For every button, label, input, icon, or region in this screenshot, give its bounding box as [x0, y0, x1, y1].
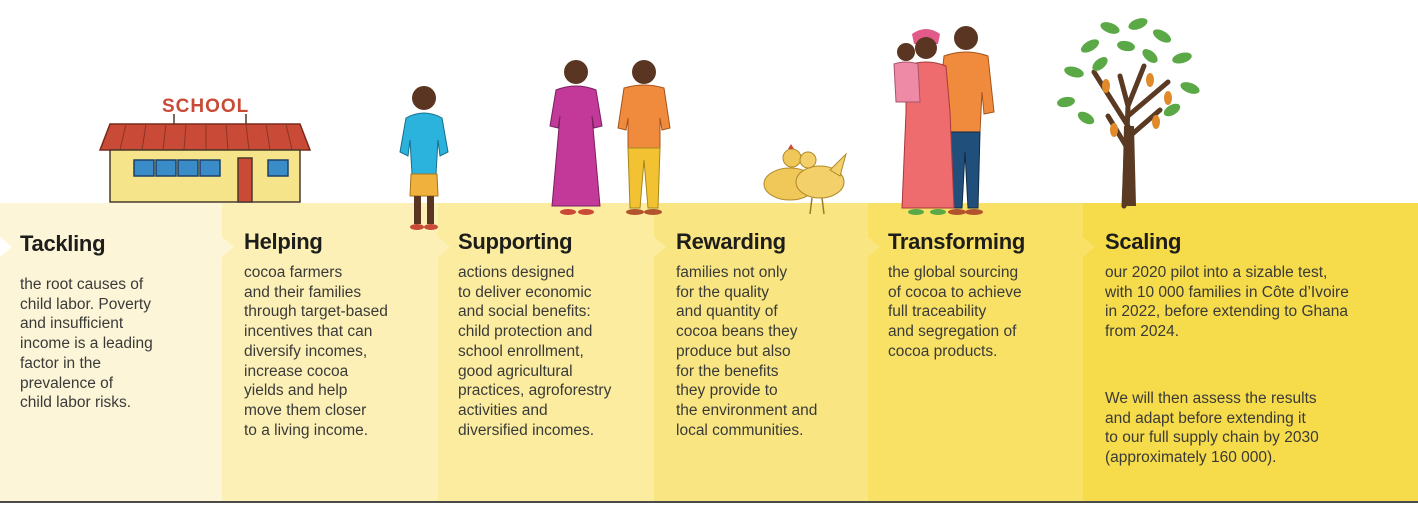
- step-description: the global sourcing of cocoa to achieve …: [888, 264, 1022, 360]
- step-scaling: Scaling our 2020 pilot into a sizable te…: [1083, 203, 1418, 501]
- school-windows: [133, 159, 289, 177]
- cocoa-tree-illustration: [1057, 18, 1200, 209]
- step-title: Supporting: [458, 229, 573, 254]
- step-arrow: [0, 237, 12, 257]
- step-helping: Helping cocoa farmers and their families…: [222, 203, 438, 501]
- man: [617, 60, 671, 215]
- school-illustration: SCHOOL: [98, 96, 312, 203]
- step-description: actions designed to deliver economic and…: [458, 264, 612, 439]
- school-sign: SCHOOL: [162, 96, 249, 117]
- hens-illustration: [763, 144, 847, 215]
- step-rewarding: Rewarding families not only for the qual…: [654, 203, 868, 501]
- father: [937, 26, 995, 215]
- step-description-continued: We will then assess the results and adap…: [1105, 390, 1319, 467]
- school-roof: [98, 123, 312, 151]
- step-arrow: [868, 237, 880, 257]
- step-description: our 2020 pilot into a sizable test, with…: [1105, 264, 1349, 341]
- tree-leaves: [1057, 18, 1200, 125]
- couple-illustration: [549, 60, 671, 215]
- child-illustration: [399, 86, 449, 230]
- step-description: the root causes of child labor. Poverty …: [20, 276, 153, 412]
- step-title: Helping: [244, 229, 323, 254]
- baby: [893, 43, 921, 103]
- step-tackling: Tackling the root causes of child labor.…: [0, 203, 222, 501]
- cocoa-pods: [1102, 73, 1172, 137]
- step-supporting: Supporting actions designed to deliver e…: [438, 203, 654, 501]
- step-title: Transforming: [888, 229, 1025, 254]
- step-title: Rewarding: [676, 229, 786, 254]
- step-arrow: [438, 237, 450, 257]
- step-arrow: [654, 237, 666, 257]
- step-title: Tackling: [20, 231, 106, 256]
- school-door: [237, 157, 253, 203]
- baseline-rule: [0, 501, 1418, 503]
- step-description: families not only for the quality and qu…: [676, 264, 818, 439]
- step-arrow: [222, 237, 234, 257]
- step-title: Scaling: [1105, 229, 1182, 254]
- step-description: cocoa farmers and their families through…: [244, 264, 388, 439]
- woman: [549, 60, 603, 215]
- step-arrow: [1083, 237, 1095, 257]
- family-illustration: [893, 26, 995, 215]
- step-transforming: Transforming the global sourcing of coco…: [868, 203, 1083, 501]
